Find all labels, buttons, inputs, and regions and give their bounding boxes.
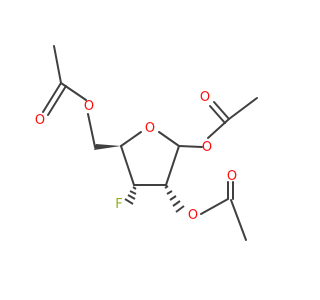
bond-anomeric-carbonyl-b [209, 105, 226, 124]
bond-c1-o [178, 145, 203, 148]
bond-anomeric-methyl [228, 97, 258, 120]
hash-bond-c3-f [124, 186, 137, 205]
fluorine-label: F [115, 197, 122, 212]
bond-c3-c4 [120, 145, 135, 186]
hash-bond-c2-o [164, 185, 185, 213]
c2-ester-oxygen-label: O [188, 208, 198, 223]
bond-o-acyl-c [60, 82, 87, 101]
bond-ring-o-c1 [158, 131, 180, 147]
ring-oxygen-label: O [145, 121, 155, 136]
wedge-bond-c4-ch2 [94, 144, 121, 150]
bond-acyl-c-methyl [53, 45, 62, 84]
bond-o-acyl-c-c2 [200, 198, 229, 215]
bond-ring-o-c4 [120, 131, 142, 147]
bond-o-acyl-c-anomeric [207, 118, 230, 139]
methylene-ester-oxygen-label: O [84, 99, 94, 114]
bond-anomeric-carbonyl-a [213, 101, 230, 120]
bond-acyl-c-carbonyl-o-a [42, 82, 62, 113]
anomeric-carbonyl-oxygen-label: O [200, 90, 210, 105]
bond-c1-c2 [165, 145, 180, 186]
molecule-structure: O O O O O O O F [35, 45, 258, 241]
anomeric-ester-oxygen-label: O [202, 140, 212, 155]
methylene-carbonyl-oxygen-label: O [35, 113, 45, 128]
bond-ch2-o [87, 113, 96, 148]
bond-c2-methyl [230, 199, 247, 241]
bond-acyl-c-carbonyl-o-b [47, 85, 67, 116]
c2-carbonyl-oxygen-label: O [227, 169, 237, 184]
